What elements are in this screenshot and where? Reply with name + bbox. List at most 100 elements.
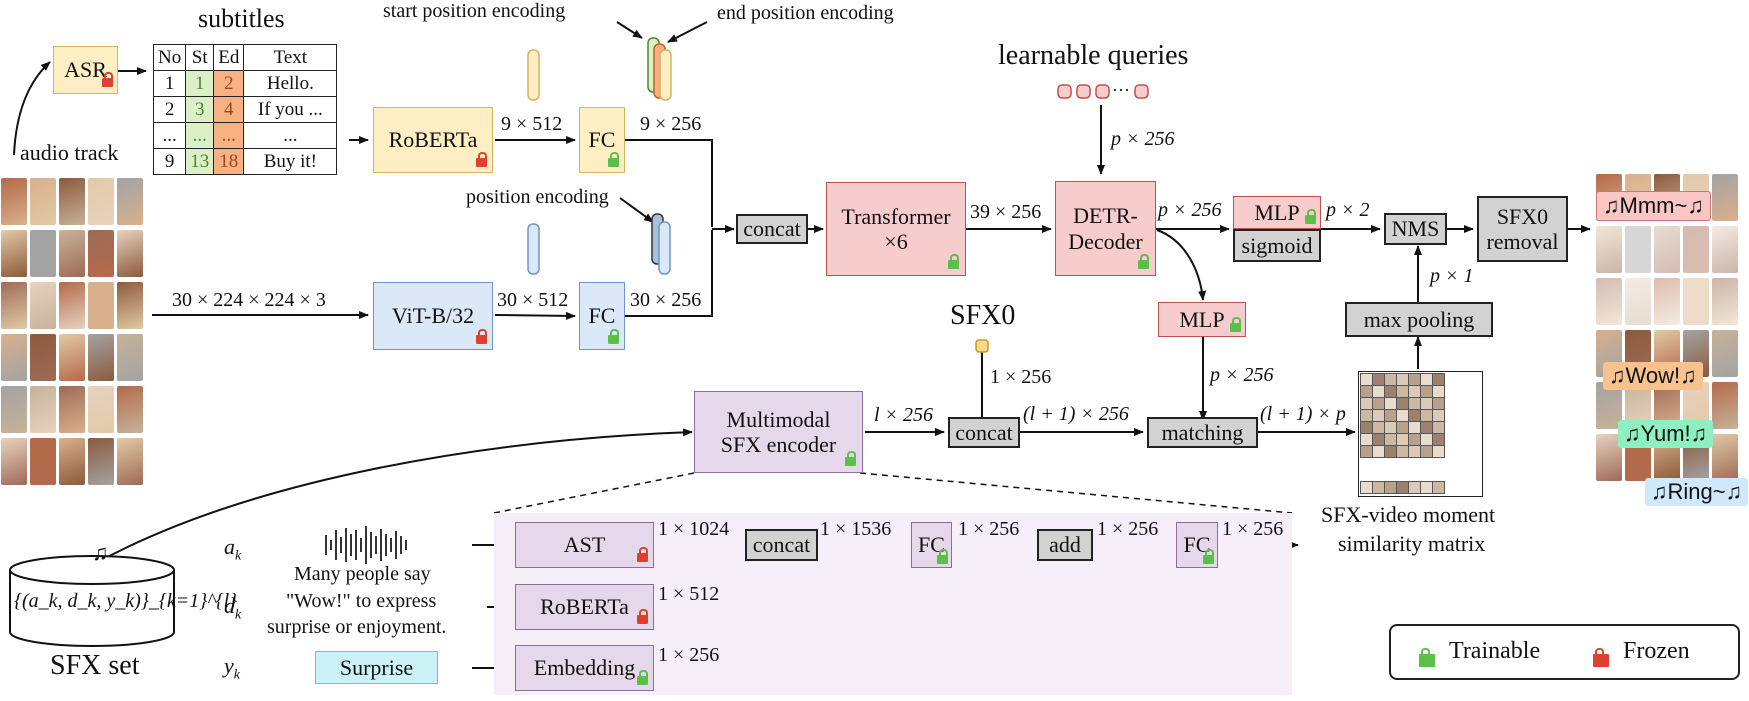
dim-label: p × 256	[1158, 199, 1222, 221]
similarity-cell	[1360, 409, 1373, 422]
fc-label: FC	[588, 127, 616, 153]
frozen-lock-icon	[476, 329, 487, 344]
video-frame-thumbnail	[30, 334, 56, 381]
matching-op: matching	[1147, 417, 1258, 448]
dim-label: (l + 1) × 256	[1023, 403, 1129, 425]
trainable-lock-icon	[937, 549, 948, 564]
trainable-lock-icon	[948, 254, 959, 269]
legend-trainable-label: Trainable	[1449, 638, 1541, 664]
dim-label: 30 × 256	[630, 289, 702, 311]
table-header: No	[152, 44, 187, 71]
video-frame-thumbnail	[30, 438, 56, 485]
ast-label: AST	[563, 532, 606, 558]
similarity-cell	[1372, 409, 1385, 422]
table-row: 9 13 18 Buy it!	[152, 148, 338, 175]
video-frame-thumbnail	[1596, 434, 1622, 481]
table-cell: ...	[152, 122, 187, 149]
video-frame-thumbnail	[1712, 174, 1738, 221]
trainable-lock-icon	[1138, 254, 1149, 269]
sfx-set-formula: {(a_k, d_k, y_k)}_{k=1}^{l}	[14, 590, 238, 612]
video-frame-thumbnail	[1, 334, 27, 381]
surprise-label: Surprise	[339, 654, 414, 680]
similarity-cell	[1432, 445, 1445, 458]
table-cell: ...	[243, 122, 338, 149]
similarity-cell	[1360, 481, 1373, 494]
table-header: Text	[243, 44, 338, 71]
video-frame-thumbnail	[1654, 226, 1680, 273]
video-frame-thumbnail	[117, 334, 143, 381]
video-frame-thumbnail	[30, 230, 56, 277]
frozen-lock-icon	[476, 152, 487, 167]
embedding-layer: Embedding	[515, 645, 654, 691]
frozen-lock-icon	[637, 609, 648, 624]
table-cell: Buy it!	[243, 148, 338, 175]
detr-label: DETR-Decoder	[1068, 203, 1143, 254]
sfx0-title: SFX0	[950, 300, 1016, 331]
end-position-encoding-label: end position encoding	[717, 2, 894, 24]
video-frame-thumbnail	[117, 230, 143, 277]
similarity-cell	[1420, 445, 1433, 458]
video-frame-thumbnail	[1, 386, 27, 433]
similarity-cell	[1360, 421, 1373, 434]
sim-matrix-subtitle: similarity matrix	[1338, 531, 1486, 556]
similarity-cell	[1384, 397, 1397, 410]
roberta-description-encoder: RoBERTa	[515, 584, 654, 630]
video-frame-thumbnail	[1712, 434, 1738, 481]
video-frame-thumbnail	[1654, 278, 1680, 325]
similarity-cell	[1420, 481, 1433, 494]
concat-label: concat	[752, 532, 811, 558]
roberta-label: RoBERTa	[540, 594, 629, 620]
nms-op: NMS	[1384, 213, 1447, 245]
video-frame-thumbnail	[88, 438, 114, 485]
video-frame-thumbnail	[30, 282, 56, 329]
ast-encoder: AST	[515, 522, 654, 568]
similarity-cell	[1408, 481, 1421, 494]
table-cell: 2	[213, 70, 245, 97]
legend: Trainable Frozen	[1389, 624, 1740, 680]
nms-label: NMS	[1391, 216, 1440, 242]
video-frame-thumbnail	[1625, 278, 1651, 325]
dim-label: 1 × 512	[658, 583, 720, 605]
transformer-block: Transformer×6	[826, 182, 966, 276]
table-row: 1 1 2 Hello.	[152, 70, 338, 97]
vit-video-encoder: ViT-B/32	[373, 282, 493, 350]
concat-audio-text: concat	[745, 529, 818, 561]
mlp-label: MLP	[1254, 199, 1300, 225]
yk-symbol: yk	[224, 653, 240, 683]
video-frame-thumbnail	[1625, 226, 1651, 273]
similarity-cell	[1372, 445, 1385, 458]
frozen-lock-icon	[102, 72, 113, 87]
table-cell: 2	[152, 96, 187, 123]
similarity-cell	[1432, 433, 1445, 446]
dim-label: p × 1	[1430, 265, 1474, 287]
roberta-label: RoBERTa	[388, 127, 478, 153]
trainable-lock-icon	[1203, 549, 1214, 564]
trainable-lock-icon	[1230, 317, 1241, 332]
sfx-tag-mmm: ♫Mmm~♫	[1596, 191, 1711, 221]
similarity-cell	[1372, 373, 1385, 386]
sim-matrix-title: SFX-video moment	[1321, 502, 1496, 527]
vit-label: ViT-B/32	[391, 303, 475, 329]
table-cell: 1	[185, 70, 215, 97]
dim-label: l × 256	[874, 404, 934, 426]
detr-decoder: DETR-Decoder	[1055, 181, 1156, 276]
video-frame-thumbnail	[117, 386, 143, 433]
similarity-cell	[1360, 433, 1373, 446]
video-frame-thumbnail	[1712, 382, 1738, 429]
trainable-lock-icon	[845, 451, 856, 466]
start-position-encoding-label: start position encoding	[383, 0, 566, 22]
table-cell: 1	[152, 70, 187, 97]
concat-label: concat	[955, 419, 1013, 445]
sigmoid-op: sigmoid	[1233, 229, 1321, 262]
description-line3: surprise or enjoyment.	[267, 616, 447, 638]
dim-label: 1 × 256	[658, 644, 720, 666]
video-frame-thumbnail	[30, 386, 56, 433]
similarity-cell	[1432, 385, 1445, 398]
video-frame-thumbnail	[1683, 278, 1709, 325]
position-encoding-label: position encoding	[466, 186, 609, 208]
table-header: Ed	[213, 44, 245, 71]
similarity-cell	[1420, 433, 1433, 446]
add-label: add	[1049, 532, 1081, 558]
similarity-cell	[1408, 421, 1421, 434]
